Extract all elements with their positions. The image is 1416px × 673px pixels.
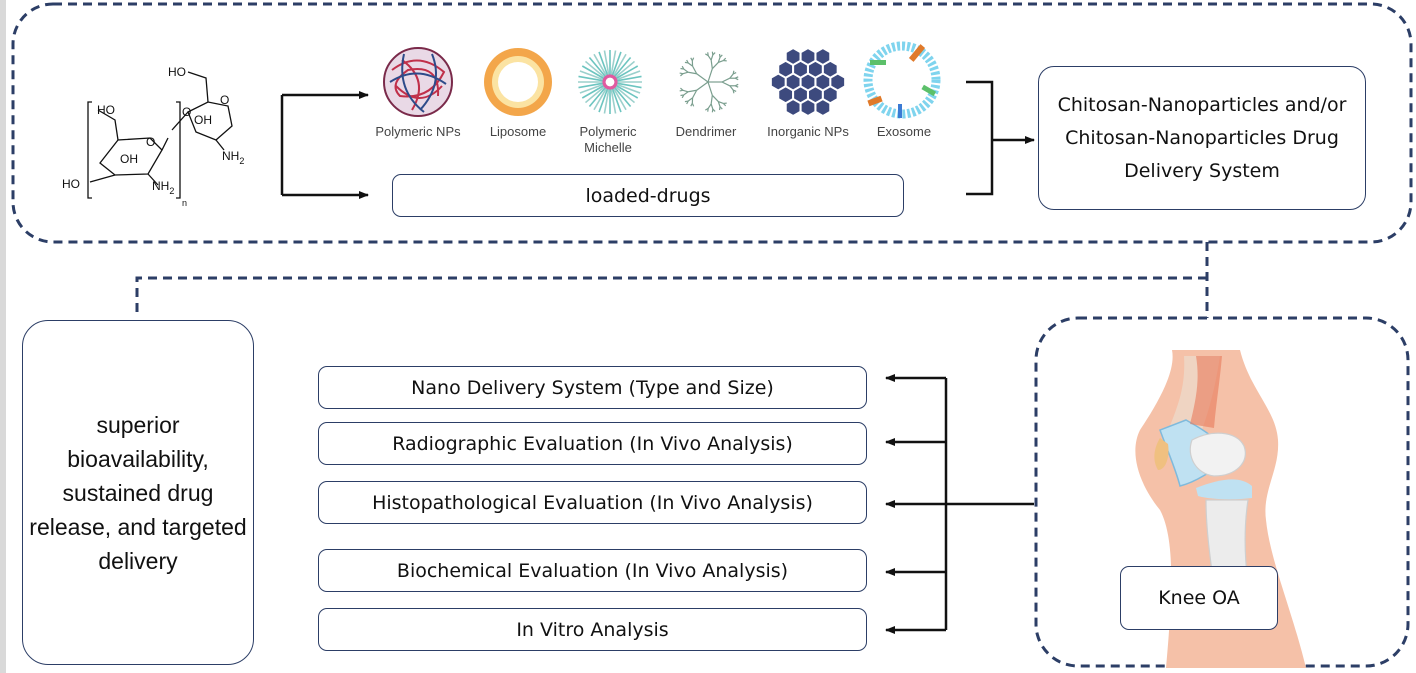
chem-label: HO (62, 177, 80, 191)
chem-label: OH (194, 113, 212, 127)
polymeric-np-icon (383, 47, 453, 117)
chem-label: NH2 (222, 149, 244, 166)
dashed-connector (135, 242, 1209, 318)
np-label-exosome: Exosome (876, 124, 932, 139)
chem-label: O (220, 93, 229, 107)
evaluation-histopathological: Histopathological Evaluation (In Vivo An… (318, 481, 867, 524)
np-label-dendrimer: Dendrimer (675, 124, 737, 139)
np-label-polymeric: Polymeric NPs (375, 124, 461, 139)
chitosan-structure-icon (87, 71, 233, 199)
chitosan-system-box: Chitosan-Nanoparticles and/or Chitosan-N… (1038, 66, 1366, 210)
np-label-inorganic: Inorganic NPs (767, 124, 849, 139)
evaluation-arrows (885, 374, 1034, 634)
chem-label: OH (120, 152, 138, 166)
left-edge-bar (0, 0, 6, 673)
chem-label: O (182, 105, 191, 119)
evaluation-biochemical: Biochemical Evaluation (In Vivo Analysis… (318, 549, 867, 592)
np-label-micelle: Polymeric Michelle (579, 124, 637, 155)
evaluation-radiographic: Radiographic Evaluation (In Vivo Analysi… (318, 422, 867, 465)
dendrimer-icon (679, 51, 739, 113)
chem-label: HO (97, 103, 115, 117)
evaluation-in-vitro: In Vitro Analysis (318, 608, 867, 651)
loaded-drugs-box: loaded-drugs (392, 174, 904, 217)
chem-label: O (146, 135, 155, 149)
branch-arrows (280, 80, 1035, 199)
liposome-icon (484, 48, 552, 116)
exosome-icon (863, 41, 941, 119)
chem-label: HO (168, 65, 186, 79)
np-label-liposome: Liposome (489, 124, 547, 139)
chem-label: n (182, 198, 187, 208)
evaluation-nano-delivery: Nano Delivery System (Type and Size) (318, 366, 867, 409)
benefits-box: superior bioavailability, sustained drug… (22, 320, 254, 665)
inorganic-np-icon (770, 47, 846, 117)
chem-label: NH2 (152, 179, 174, 196)
knee-oa-label: Knee OA (1120, 566, 1278, 630)
top-dashed-container (11, 2, 1413, 244)
micelle-icon (578, 50, 642, 114)
